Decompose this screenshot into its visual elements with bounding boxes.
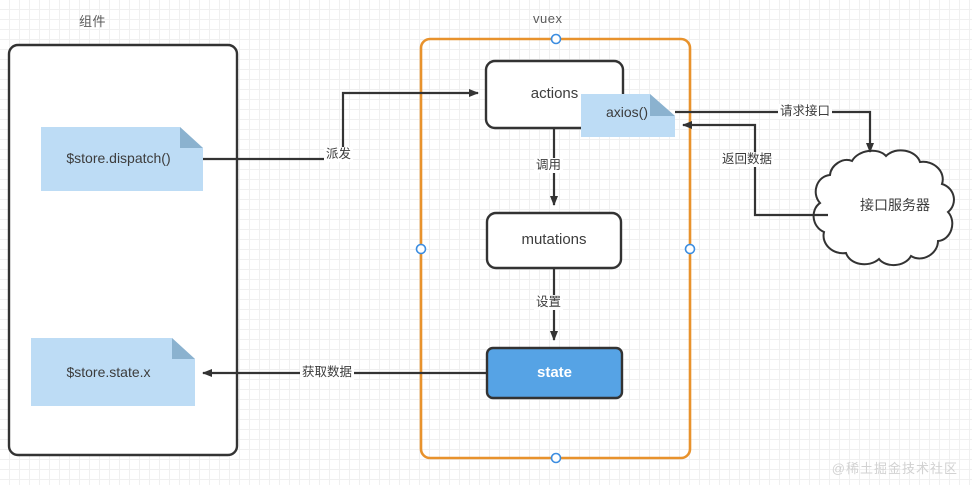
axios-note-label: axios() [605,104,648,120]
edge-label-return-data: 返回数据 [720,152,775,167]
server-cloud-shape[interactable] [812,149,955,266]
selection-handle-top[interactable] [550,33,562,45]
vuex-title: vuex [533,11,563,26]
mutations-label: mutations [521,231,587,248]
edge-label-call: 调用 [534,158,564,173]
component-title: 组件 [79,14,107,29]
axios-note-fold [650,94,675,116]
dispatch-note-shape[interactable] [41,127,203,191]
watermark: @稀土掘金技术社区 [831,461,958,476]
actions-label: actions [530,85,579,102]
selection-handle-left[interactable] [415,243,427,255]
edge-label-fetch-data: 获取数据 [300,365,355,380]
dispatch-note-fold [180,127,203,148]
edge-label-dispatch: 派发 [324,147,354,162]
state-label: state [536,364,573,381]
edge-server-to-axios [682,121,828,217]
edge-axios-to-server [675,110,874,153]
selection-handle-bottom[interactable] [550,452,562,464]
dispatch-note-label: $store.dispatch() [66,150,171,166]
state-note-fold [172,338,195,359]
edge-label-request-api: 请求接口 [778,104,833,119]
selection-handle-right[interactable] [684,243,696,255]
state-note-shape[interactable] [31,338,195,406]
edge-label-set: 设置 [534,295,564,310]
edge-dispatch-to-actions [203,89,479,161]
state-note-label: $store.state.x [66,364,151,380]
server-cloud-label: 接口服务器 [860,197,930,213]
